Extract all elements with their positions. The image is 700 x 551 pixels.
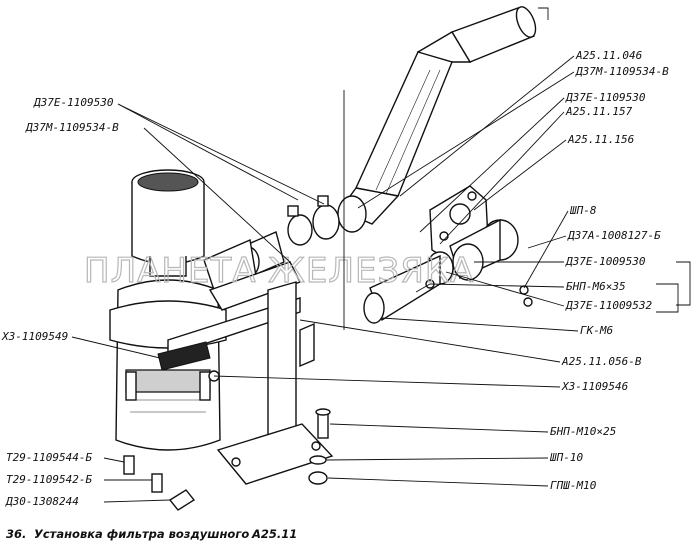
caption-model: А25.11: [251, 527, 297, 541]
callout-shp-8: ШП-8: [569, 204, 597, 217]
callout-gk-m6: ГК-М6: [580, 324, 613, 337]
callout-t29-1109542-b: Т29-1109542-Б: [6, 473, 92, 486]
air-filter-body: [109, 169, 227, 451]
callout-a25-11-056-v: А25.11.056-В: [561, 355, 642, 368]
caption-number: 36.: [6, 527, 26, 541]
callout-a25-11-157: А25.11.157: [565, 105, 633, 118]
callout-d37e-1009530: Д37Е-1009530: [565, 255, 646, 268]
intake-pipe: [338, 6, 537, 225]
caption-text: Установка фильтра воздушного: [34, 527, 249, 541]
callout-d37e-1109530-left: Д37Е-1109530: [33, 96, 114, 109]
callout-x3-1109546: Х3-1109546: [561, 380, 629, 393]
callout-d37e-11009532: Д37Е-11009532: [565, 299, 652, 312]
hose-clamps-upper: [287, 195, 367, 246]
bracket-hoses: [203, 231, 285, 291]
callout-d30-1308244: Д30-1308244: [5, 495, 79, 508]
callout-t29-1109544-b: Т29-1109544-Б: [6, 451, 92, 464]
callout-d37a-1008127-b: Д37А-1008127-Б: [567, 229, 661, 242]
leader-lines: [71, 7, 691, 503]
callout-bnp-m10x25: БНП-М10×25: [550, 425, 616, 438]
callout-x3-1109549: Х3-1109549: [1, 330, 68, 343]
callout-d37m-1109534-v-left: Д37М-1109534-В: [25, 121, 119, 134]
callout-a25-11-046: А25.11.046: [575, 49, 643, 62]
callout-gpsh-m10: ГПШ-М10: [550, 479, 597, 492]
loose-fasteners: [123, 285, 533, 511]
callout-d37m-1109534-v-right: Д37М-1109534-В: [575, 65, 669, 78]
callout-d37e-1109530-right: Д37Е-1109530: [565, 91, 646, 104]
filter-bracket-stand: [157, 261, 334, 485]
callout-bnp-m6x35: БНП-М6×35: [566, 280, 626, 293]
watermark-text: ПЛАНЕТА ЖЕЛЕЗЯКА: [84, 251, 474, 291]
callout-a25-11-156: А25.11.156: [567, 133, 635, 146]
callout-shp-10: ШП-10: [549, 451, 583, 464]
